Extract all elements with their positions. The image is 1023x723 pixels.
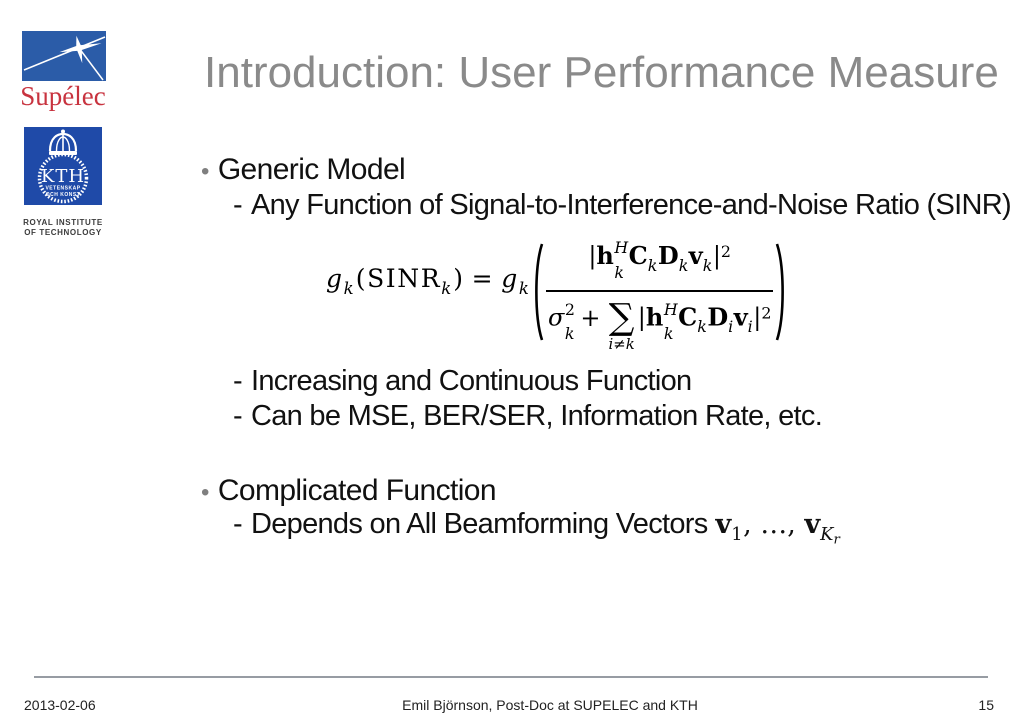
bullet-dot: •: [201, 158, 209, 185]
footer-page-number: 15: [978, 697, 994, 713]
subitem-can-be-mse: - Can be MSE, BER/SER, Information Rate,…: [233, 400, 823, 432]
footer-date: 2013-02-06: [24, 697, 96, 713]
supelec-wordmark: Supélec: [20, 81, 106, 111]
bullet-dot: •: [201, 479, 209, 506]
kth-monogram: KTH: [41, 166, 85, 187]
kth-motto-line2: OCH KONST: [46, 192, 81, 198]
footer-divider: [34, 676, 988, 678]
formula-open-paren: [535, 243, 544, 341]
kth-logo: KTH VETENSKAP OCH KONST: [24, 127, 102, 210]
formula-close-paren: [776, 243, 785, 341]
supelec-logo: [22, 31, 106, 86]
formula-lhs: gk(SINRk)=gk: [326, 264, 531, 298]
kth-crown-icon: [48, 129, 78, 155]
supelec-star-icon: [22, 31, 106, 81]
subitem-depends-on: - Depends on All Beamforming Vectors v1,…: [233, 508, 840, 548]
page-title: Introduction: User Performance Measure: [204, 48, 999, 97]
bullet-complicated-function: • Complicated Function: [201, 474, 497, 507]
beamforming-vectors-math: v1, …, vKr: [715, 509, 840, 548]
kth-caption: ROYAL INSTITUTE OF TECHNOLOGY: [23, 218, 103, 237]
bullet-generic-model: • Generic Model: [201, 153, 406, 186]
subitem-increasing: - Increasing and Continuous Function: [233, 365, 692, 397]
kth-motto-line1: VETENSKAP: [45, 186, 80, 192]
footer-credit: Emil Björnson, Post-Doc at SUPELEC and K…: [402, 697, 698, 713]
subitem-any-function: - Any Function of Signal-to-Interference…: [233, 189, 1012, 221]
